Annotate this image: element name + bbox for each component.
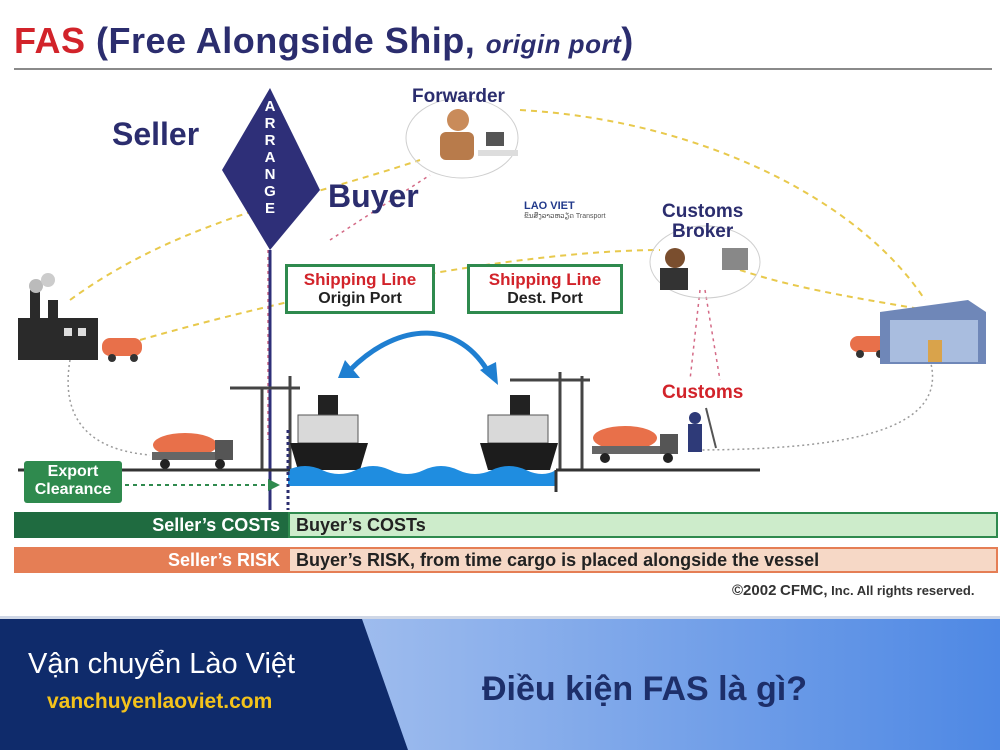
- truck-origin-icon: [102, 338, 142, 362]
- copyright-year: ©2002: [732, 582, 777, 599]
- buyer-label: Buyer: [328, 178, 419, 214]
- logo-sub: ຂົນສົ່ງລາວຫວຽດ Transport: [524, 213, 606, 220]
- customs-broker-line1: Customs: [662, 201, 744, 222]
- flow-line-broker-customs2: [704, 289, 721, 381]
- logo-name: LAO VIET: [524, 200, 575, 212]
- title-main: (Free Alongside Ship,: [96, 20, 476, 61]
- flow-line-seller-forwarder: [69, 159, 421, 301]
- copyright-notice: ©2002 CFMC, Inc. All rights reserved.: [732, 582, 974, 599]
- transfer-arrow-icon: [348, 330, 493, 377]
- export-line1: Export: [47, 463, 99, 480]
- water-icon: [288, 466, 556, 486]
- copyright-rest: Inc. All rights reserved.: [831, 583, 975, 598]
- export-arrow-head: [268, 479, 280, 491]
- banner-divider: [0, 616, 1000, 619]
- forwarder-label: Forwarder: [412, 86, 505, 107]
- flow-line-arrange-forwarder: [329, 174, 431, 241]
- dest-box-top: Shipping Line: [488, 270, 602, 289]
- origin-box-bottom: Origin Port: [318, 290, 402, 307]
- brand-website-link[interactable]: vanchuyenlaoviet.com: [47, 690, 273, 713]
- copyright-owner: CFMC,: [780, 582, 828, 599]
- warehouse-icon: [880, 300, 986, 364]
- shipping-line-dest-box: Shipping Line Dest. Port: [467, 264, 623, 314]
- factory-icon: [18, 273, 98, 360]
- seller-label: Seller: [112, 116, 200, 152]
- title-origin: origin port: [485, 29, 622, 59]
- dest-box-bottom: Dest. Port: [507, 290, 583, 307]
- arrange-letter: R: [264, 115, 276, 132]
- road-warehouse: [689, 359, 934, 451]
- arrange-letter: A: [264, 98, 276, 115]
- ship-origin-icon: [290, 395, 368, 470]
- customs-broker-line2: Broker: [672, 221, 734, 242]
- buyer-risk-bar: Buyer’s RISK, from time cargo is placed …: [288, 547, 998, 573]
- diagram-illustration: [18, 88, 986, 510]
- flow-line-broker-buyer: [739, 269, 926, 311]
- arrange-letter: G: [264, 183, 276, 200]
- flow-line-forwarder-buyer: [519, 109, 926, 301]
- arrange-diamond: [222, 88, 320, 510]
- flow-line-origin-broker: [139, 249, 661, 341]
- flow-line-broker-customs: [689, 289, 701, 381]
- ship-dest-icon: [480, 395, 558, 470]
- export-line2: Clearance: [34, 481, 112, 498]
- arrange-letter: E: [264, 200, 275, 217]
- customs-broker-figure-icon: [649, 225, 761, 299]
- buyer-costs-bar: Buyer’s COSTs: [288, 512, 998, 538]
- forwarder-figure-icon: [405, 97, 519, 179]
- banner-dark-panel: [0, 619, 408, 750]
- customs-broker-label: Customs Broker: [662, 202, 743, 242]
- customs-label: Customs: [662, 382, 744, 403]
- footer-banner: [0, 619, 1000, 750]
- truck-import-icon: [592, 426, 678, 463]
- lao-viet-logo: LAO VIET ຂົນສົ່ງລາວຫວຽດ Transport: [524, 200, 606, 220]
- title-fas: FAS: [14, 20, 86, 61]
- title-close: ): [621, 20, 634, 61]
- brand-name: Vận chuyển Lào Việt: [28, 648, 296, 680]
- arrange-text: A R R A N G E: [262, 98, 278, 217]
- arrange-letter: A: [264, 149, 276, 166]
- crane-origin-icon: [230, 376, 300, 470]
- seller-costs-bar: Seller’s COSTs: [14, 512, 288, 538]
- arrange-letter: R: [264, 132, 276, 149]
- shipping-line-origin-box: Shipping Line Origin Port: [285, 264, 435, 314]
- road-factory: [67, 359, 151, 456]
- customs-officer-icon: [688, 407, 717, 452]
- seller-risk-bar: Seller’s RISK: [14, 547, 288, 573]
- export-clearance-box: Export Clearance: [24, 461, 122, 503]
- diagram-title: FAS (Free Alongside Ship, origin port): [14, 20, 634, 62]
- origin-box-top: Shipping Line: [303, 270, 417, 289]
- arrange-letter: N: [264, 166, 276, 183]
- banner-headline: Điều kiện FAS là gì?: [482, 670, 807, 708]
- truck-export-icon: [152, 433, 233, 469]
- title-rule: [14, 68, 992, 70]
- crane-dest-icon: [510, 372, 590, 470]
